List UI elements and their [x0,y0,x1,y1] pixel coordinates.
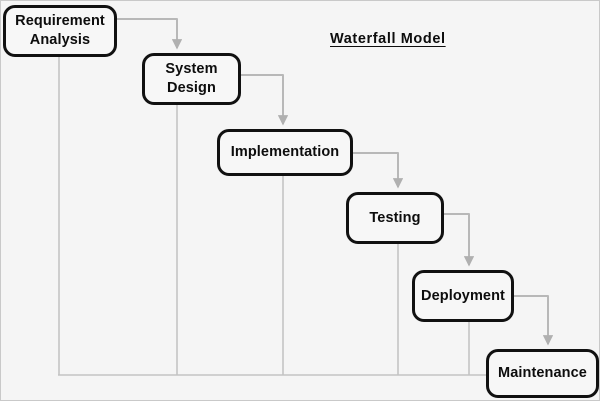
stage-box-testing[interactable]: Testing [346,192,444,244]
stage-box-system-design[interactable]: System Design [142,53,241,105]
stage-label-implementation: Implementation [230,144,340,161]
connector-requirement-analysis-to-system-design [117,18,183,50]
stage-label-maintenance: Maintenance [498,365,587,382]
connector-deployment-to-maintenance [514,295,554,346]
arrow-connector-group [117,18,554,346]
stage-label-requirement-analysis: Requirement Analysis [15,13,105,48]
page-title: Waterfall Model [330,31,446,47]
stage-box-maintenance[interactable]: Maintenance [486,349,599,398]
stage-box-deployment[interactable]: Deployment [412,270,514,322]
connector-testing-to-deployment [444,213,475,267]
connector-system-design-to-implementation [241,74,289,126]
stage-label-deployment: Deployment [421,287,505,304]
stage-box-implementation[interactable]: Implementation [217,129,353,176]
stage-label-testing: Testing [369,209,421,226]
dropline-group [58,57,470,375]
stage-label-system-design: System Design [165,61,218,96]
stage-box-requirement-analysis[interactable]: Requirement Analysis [3,5,117,57]
connector-implementation-to-testing [353,152,404,189]
